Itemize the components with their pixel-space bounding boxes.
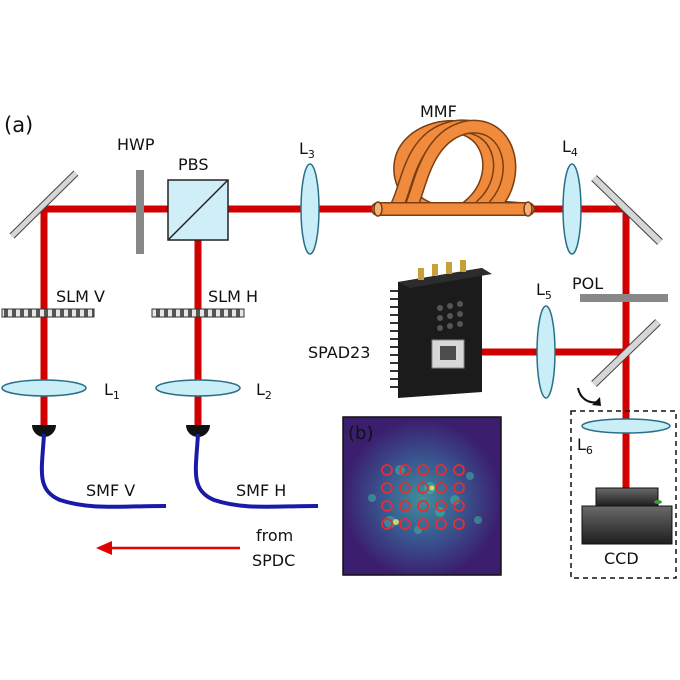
ccd-camera-icon xyxy=(581,487,673,545)
slm-v xyxy=(1,308,95,318)
panel-label-b: (b) xyxy=(348,423,373,444)
from-label: from xyxy=(256,526,293,545)
mirror-top-left xyxy=(9,170,79,239)
slm-h xyxy=(151,308,245,318)
mirror-flip xyxy=(591,319,661,387)
pbs-label: PBS xyxy=(178,155,209,174)
fiber-coupler-v xyxy=(32,425,56,437)
lens-l5 xyxy=(536,305,556,399)
slm-v-label: SLM V xyxy=(56,287,105,306)
l1-label: L1 xyxy=(104,380,120,402)
half-wave-plate xyxy=(136,170,144,254)
smf-v-label: SMF V xyxy=(86,481,135,500)
spdc-label: SPDC xyxy=(252,551,295,570)
polarizing-beam-splitter xyxy=(167,179,229,241)
lens-l4 xyxy=(562,163,582,255)
smf-h-label: SMF H xyxy=(236,481,286,500)
l5-label: L5 xyxy=(536,280,552,302)
speckle-image-inset xyxy=(342,416,502,576)
l2-label: L2 xyxy=(256,380,272,402)
polarizer xyxy=(580,294,668,302)
pol-label: POL xyxy=(572,274,603,293)
curved-arrow-icon xyxy=(577,387,599,404)
spdc-arrow xyxy=(96,541,240,555)
ccd-module-box xyxy=(570,410,677,579)
spad-camera-icon xyxy=(390,260,492,398)
multimode-fiber xyxy=(371,119,535,217)
hwp-label: HWP xyxy=(117,135,155,154)
fiber-coupler-h xyxy=(186,425,210,437)
lens-l1 xyxy=(1,379,87,397)
slm-h-label: SLM H xyxy=(208,287,258,306)
lens-l2 xyxy=(155,379,241,397)
l3-label: L3 xyxy=(299,139,315,161)
lens-l6 xyxy=(581,418,671,434)
l4-label: L4 xyxy=(562,137,578,159)
mmf-label: MMF xyxy=(420,102,457,121)
mirror-top-right xyxy=(591,175,663,245)
smf-v-fiber xyxy=(39,433,167,509)
smf-h-fiber xyxy=(193,433,319,509)
panel-label-a: (a) xyxy=(4,113,33,137)
l6-label: L6 xyxy=(577,435,593,457)
curved-arrow-head xyxy=(592,397,601,406)
spad-label: SPAD23 xyxy=(308,343,370,362)
lens-l3 xyxy=(300,163,320,255)
ccd-label: CCD xyxy=(604,549,639,568)
